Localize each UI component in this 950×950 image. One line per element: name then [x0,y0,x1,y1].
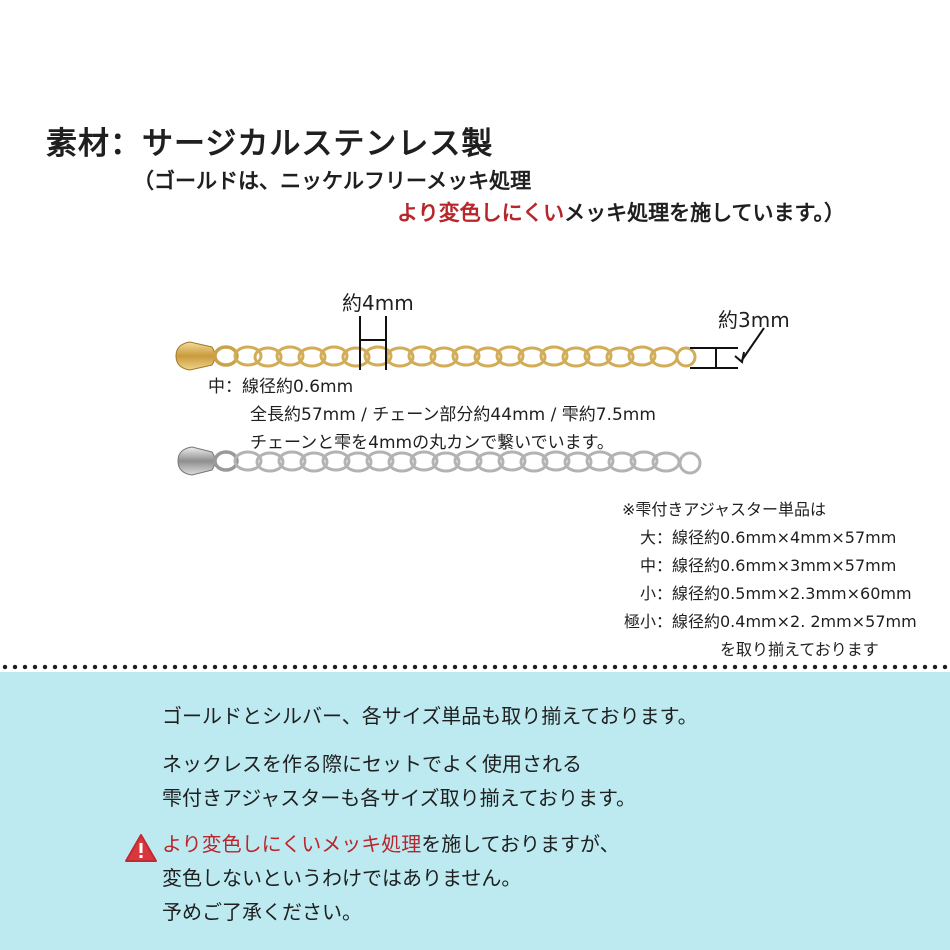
product-illustration [175,316,765,476]
panel-line-caution-2: 変色しないというわけではありません。 [162,866,522,890]
singles-row-small: 小：線径約0.5mm×2.3mm×60mm [640,584,912,603]
panel-line-singles: ゴールドとシルバー、各サイズ単品も取り揃えております。 [162,704,698,728]
plating-note-line2: より変色しにくいメッキ処理を施しています。） [397,197,845,227]
singles-list: ※雫付きアジャスター単品は 大：線径約0.6mm×4mm×57mm 中：線径約0… [600,496,917,664]
caution-rest: を施しておりますが、 [421,832,620,856]
panel-line-caution-1: より変色しにくいメッキ処理を施しておりますが、 [162,828,620,857]
spec-join: チェーンと雫を4mmの丸カンで繋いでいます。 [250,433,614,453]
gold-adjuster-chain [175,341,697,371]
singles-row-large: 大：線径約0.6mm×4mm×57mm [640,528,897,547]
panel-line-set-2: 雫付きアジャスターも各サイズ取り揃えております。 [162,786,636,810]
plating-note-highlight: より変色しにくい [397,201,565,225]
dotted-divider [0,664,950,670]
ring-size-label: 約3mm [718,308,790,332]
spec-lengths: 全長約57mm / チェーン部分約44mm / 雫約7.5mm [250,405,656,425]
info-panel [0,672,950,950]
caution-highlight: より変色しにくいメッキ処理 [162,832,422,856]
plating-note-line1: （ゴールドは、ニッケルフリーメッキ処理 [133,169,532,193]
link-width-label: 約4mm [342,291,414,315]
ring-size-marker [690,327,765,369]
panel-line-caution-3: 予めご了承ください。 [162,900,362,924]
panel-line-set-1: ネックレスを作る際にセットでよく使用される [162,752,582,776]
silver-adjuster-chain [177,446,702,476]
link-width-marker [359,316,387,370]
spec-wire-diameter: 中：線径約0.6mm [208,377,354,397]
plating-note-rest: メッキ処理を施しています。） [564,201,845,225]
singles-row-extra-small: 極小：線径約0.4mm×2. 2mm×57mm [624,612,917,631]
warning-triangle-icon [125,834,157,862]
singles-row-medium: 中：線径約0.6mm×3mm×57mm [640,556,897,575]
singles-tail: を取り揃えております [720,640,879,659]
material-title: 素材：サージカルステンレス製 [46,126,494,162]
singles-heading: ※雫付きアジャスター単品は [622,500,826,519]
